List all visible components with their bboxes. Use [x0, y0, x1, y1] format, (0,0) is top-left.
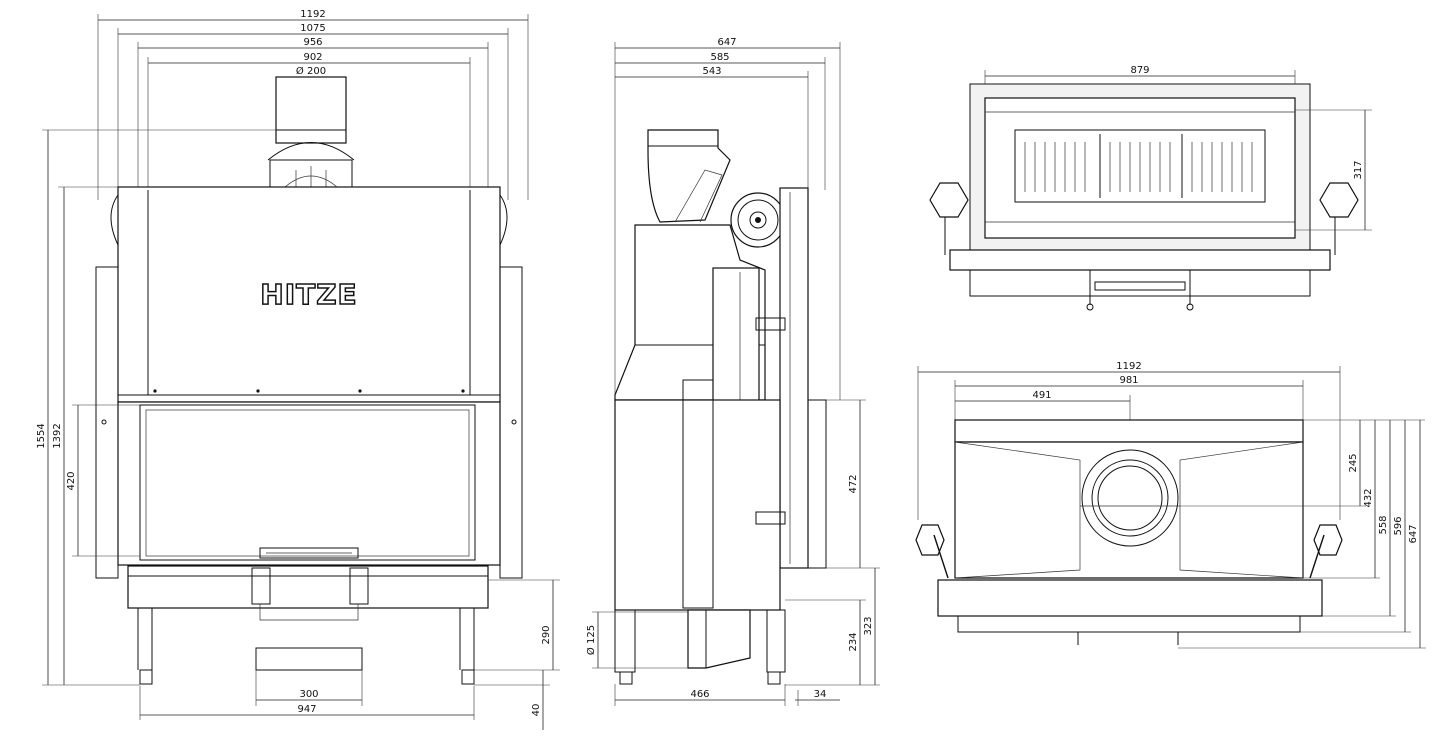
- side-dim-dia-125: Ø 125: [585, 625, 597, 655]
- top-dim-879: 879: [1130, 65, 1149, 76]
- front-dim-1192: 1192: [300, 9, 325, 20]
- plan-dim-245: 245: [1348, 453, 1359, 472]
- front-dim-1075: 1075: [300, 23, 325, 34]
- plan-dim-981: 981: [1119, 375, 1138, 386]
- front-dim-956: 956: [303, 37, 322, 48]
- front-view: 1192 1075 956 902 Ø 200 HITZ: [36, 9, 560, 730]
- front-dim-40: 40: [531, 704, 542, 717]
- hitze-logo: HITZE: [260, 278, 357, 311]
- side-dim-466: 466: [690, 689, 709, 700]
- side-dim-647: 647: [717, 37, 736, 48]
- front-dim-1392: 1392: [52, 423, 63, 448]
- plan-dim-432: 432: [1363, 488, 1374, 507]
- front-dim-947: 947: [297, 704, 316, 715]
- side-dim-472: 472: [848, 474, 859, 493]
- top-section-view: 879 317: [929, 65, 1372, 311]
- front-flue-diameter: Ø 200: [296, 65, 326, 77]
- side-dim-234: 234: [848, 632, 859, 651]
- plan-dim-1192: 1192: [1116, 361, 1141, 372]
- side-view: 647 585 543: [585, 37, 880, 706]
- front-dim-902: 902: [303, 52, 322, 63]
- plan-dim-596: 596: [1393, 516, 1404, 535]
- plan-dim-647: 647: [1408, 524, 1419, 543]
- top-dim-317: 317: [1353, 160, 1364, 179]
- front-dim-290: 290: [541, 625, 552, 644]
- side-dim-543: 543: [702, 66, 721, 77]
- front-dim-420: 420: [66, 471, 77, 490]
- plan-dim-491: 491: [1032, 390, 1051, 401]
- side-dim-34: 34: [814, 689, 827, 700]
- front-dim-300: 300: [299, 689, 318, 700]
- plan-view: 1192 981 491 245 432 558: [915, 361, 1426, 649]
- side-dim-585: 585: [710, 52, 729, 63]
- front-dim-1554: 1554: [36, 423, 47, 448]
- plan-dim-558: 558: [1378, 515, 1389, 534]
- side-dim-323: 323: [863, 616, 874, 635]
